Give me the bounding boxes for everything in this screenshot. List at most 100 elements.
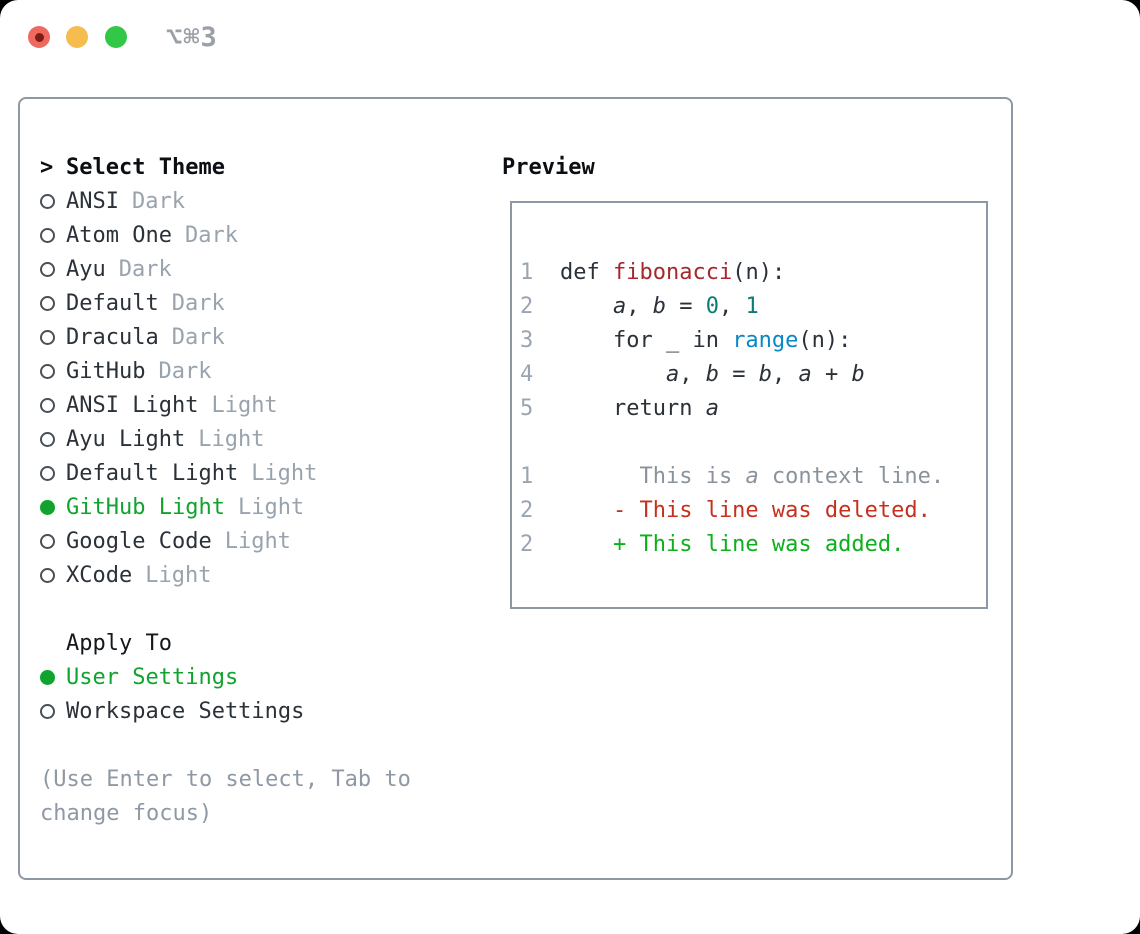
minimize-button[interactable]	[66, 26, 88, 48]
apply-target-option[interactable]: User Settings	[40, 660, 480, 694]
radio-marker	[40, 193, 66, 209]
theme-label: Default	[66, 290, 159, 316]
code-token: 1	[745, 293, 759, 319]
theme-label: GitHub Light	[66, 494, 225, 520]
code-token: - This line was deleted.	[560, 497, 931, 523]
radio-marker	[40, 499, 66, 515]
theme-variant-label: Dark	[131, 188, 185, 214]
select-theme-title: Select Theme	[66, 154, 225, 180]
code-token: ,	[771, 361, 799, 387]
code-token: a	[665, 361, 680, 387]
code-token: a	[745, 463, 759, 489]
blank-line	[520, 425, 986, 459]
radio-marker	[40, 261, 66, 277]
window-title-shortcut: ⌥⌘3	[166, 22, 218, 53]
code-token: def	[560, 259, 613, 285]
theme-label: Ayu Light	[66, 426, 186, 452]
hint-text: (Use Enter to select, Tab to change focu…	[40, 762, 480, 830]
zoom-button[interactable]	[105, 26, 127, 48]
code-token: fibonacci	[612, 259, 733, 285]
theme-label: Atom One	[66, 222, 172, 248]
theme-variant-label: Light	[145, 562, 212, 588]
code-token: ,	[626, 293, 653, 319]
code-token: ,	[679, 361, 706, 387]
preview-title: Preview	[502, 154, 595, 180]
radio-marker	[40, 295, 66, 311]
radio-selected-icon	[40, 499, 55, 515]
theme-variant-label: Light	[198, 426, 265, 452]
theme-option[interactable]: Ayu Light Light	[40, 422, 480, 456]
code-token: + This line was added.	[560, 531, 905, 557]
theme-option[interactable]: Default Dark	[40, 286, 480, 320]
code-token	[560, 362, 666, 387]
theme-option[interactable]: ANSI Light Light	[40, 388, 480, 422]
code-line-content: def fibonacci(n):	[560, 260, 785, 285]
theme-variant-label: Light	[251, 460, 318, 486]
theme-label: Ayu	[66, 256, 106, 282]
code-line: 1 def fibonacci(n):	[520, 255, 986, 289]
radio-unselected-icon	[40, 329, 55, 345]
code-token: (n):	[798, 327, 852, 353]
theme-variant-label: Dark	[184, 222, 238, 248]
radio-marker	[40, 567, 66, 583]
apply-target-option[interactable]: Workspace Settings	[40, 694, 480, 728]
code-token: +	[811, 361, 852, 387]
window-titlebar: ⌥⌘3	[0, 0, 1140, 72]
code-token: a	[705, 395, 719, 421]
diff-line-content: + This line was added.	[560, 532, 904, 557]
code-line-content: return a	[560, 396, 719, 421]
line-number: 1	[520, 463, 534, 489]
focus-caret-icon: >	[40, 154, 54, 180]
code-token: b	[758, 361, 772, 387]
line-number: 5	[520, 395, 534, 421]
line-number: 1	[520, 259, 534, 285]
radio-marker	[40, 227, 66, 243]
spacer	[40, 728, 480, 762]
code-token: for _ in	[560, 327, 733, 353]
close-button[interactable]	[28, 26, 50, 48]
line-number: 2	[520, 531, 534, 557]
theme-option[interactable]: Atom One Dark	[40, 218, 480, 252]
theme-variant-label: Dark	[158, 358, 212, 384]
radio-marker	[40, 465, 66, 481]
code-line: 4 a, b = b, a + b	[520, 357, 986, 391]
code-token: 0	[705, 293, 719, 319]
code-token: =	[665, 293, 706, 319]
line-number: 2	[520, 293, 534, 319]
radio-marker	[40, 533, 66, 549]
radio-marker	[40, 329, 66, 345]
code-line: 5 return a	[520, 391, 986, 425]
theme-variant-label: Light	[224, 528, 291, 554]
theme-variant-label: Dark	[171, 290, 225, 316]
apply-to-title: Apply To	[66, 630, 172, 656]
code-token: return	[560, 395, 706, 421]
code-token: b	[705, 361, 719, 387]
code-token: (n):	[732, 259, 786, 285]
code-line: 2 a, b = 0, 1	[520, 289, 986, 323]
radio-unselected-icon	[40, 261, 55, 277]
radio-unselected-icon	[40, 193, 55, 209]
radio-marker	[40, 431, 66, 447]
code-line: 3 for _ in range(n):	[520, 323, 986, 357]
code-token: This is	[560, 463, 746, 489]
code-token: ,	[718, 293, 746, 319]
radio-marker	[40, 397, 66, 413]
line-number: 2	[520, 497, 534, 523]
select-theme-header: > Select Theme	[40, 150, 480, 184]
theme-label: ANSI Light	[66, 392, 199, 418]
apply-target-label: User Settings	[66, 664, 239, 690]
radio-marker	[40, 669, 66, 685]
diff-line-content: This is a context line.	[560, 464, 944, 489]
radio-unselected-icon	[40, 703, 55, 719]
theme-variant-label: Light	[211, 392, 278, 418]
